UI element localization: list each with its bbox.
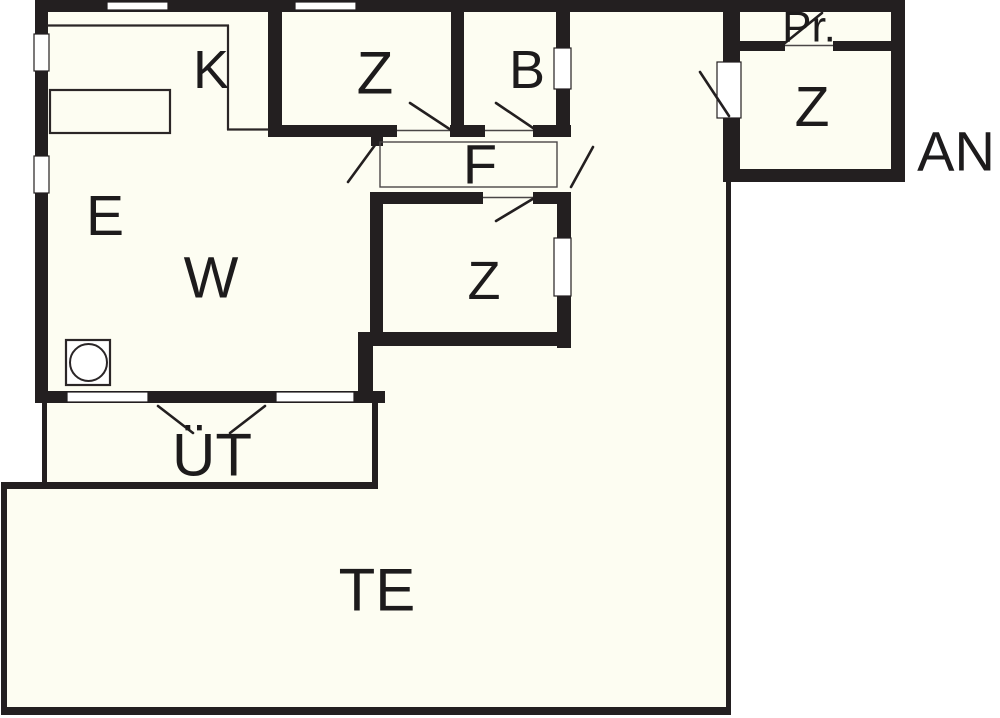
wall-terrace-top	[1, 482, 378, 489]
door-threshold-lines	[397, 44, 833, 199]
fixtures	[47, 24, 833, 387]
wall-annex-bottom	[723, 169, 905, 182]
wall-annex-left-lower	[723, 117, 740, 182]
kitchen-counter	[48, 88, 172, 135]
window-bottom-1	[66, 391, 149, 403]
floor-areas	[1, 0, 905, 715]
double-door-right-leaf	[228, 404, 267, 435]
kitchen-boundary-line	[47, 24, 269, 131]
window-left-1	[33, 33, 50, 72]
room-label-annex-bedroom: Z	[795, 75, 830, 139]
wall-annex-left-upper	[723, 12, 740, 63]
stove-icon	[64, 338, 112, 387]
room-label-living: W	[184, 246, 239, 311]
window-top-1	[106, 1, 169, 11]
door-swing-hall-living	[346, 139, 380, 184]
wall-bedroom-mid-bottom	[358, 332, 571, 346]
door-swing-hall-exit	[569, 145, 595, 189]
covered-terrace-floor	[42, 403, 731, 487]
room-label-bedroom-mid: Z	[468, 251, 501, 311]
wall-annex-top	[723, 0, 905, 12]
wall-annex-divider-1	[740, 41, 785, 51]
labels: K Z B F E W Z Pr. Z AN ÜT TE	[86, 3, 995, 624]
window-bedroom-mid	[553, 237, 572, 297]
double-door-left-leaf	[156, 404, 195, 435]
door-swing-bedroom-top	[408, 101, 453, 132]
room-label-pantry: Pr.	[782, 3, 836, 52]
room-label-hall: F	[463, 133, 497, 196]
wall-kitchen-bedroom-divider	[268, 0, 282, 130]
wall-hall-north-2	[450, 125, 485, 137]
wall-living-right-lower	[358, 346, 373, 403]
annex-floor	[723, 0, 905, 182]
wall-covered-terrace-right	[372, 403, 378, 482]
room-label-entry: E	[86, 184, 124, 248]
walls	[1, 0, 905, 715]
wall-left	[35, 0, 48, 403]
window-bottom-2	[275, 391, 355, 403]
wall-terrace-left	[1, 487, 7, 715]
door-frame-annex	[716, 61, 742, 119]
wall-bedroom-mid-top-1	[377, 192, 483, 204]
wall-annex-divider-2	[833, 41, 891, 51]
door-swing-annex	[698, 70, 731, 118]
door-swing-pantry	[778, 11, 824, 49]
wall-covered-terrace-left	[42, 403, 47, 482]
wall-bedroom-bath-divider	[451, 0, 464, 137]
boundary-line-right	[726, 180, 731, 715]
hall-outline	[379, 141, 558, 188]
wall-hall-north-1	[268, 125, 397, 137]
wall-terrace-bottom	[1, 707, 731, 715]
wall-annex-right	[891, 0, 905, 182]
label-annex: AN	[917, 120, 995, 183]
wall-top	[35, 0, 723, 12]
windows	[33, 1, 742, 403]
stove-burner-icon	[69, 343, 108, 382]
wall-bedroom-mid-left	[370, 192, 383, 332]
room-label-covered-terrace: ÜT	[172, 422, 252, 489]
room-label-terrace: TE	[339, 557, 416, 624]
window-bath	[553, 47, 572, 90]
window-top-2	[294, 1, 357, 11]
terrace-floor	[1, 487, 731, 715]
room-label-kitchen: K	[193, 40, 229, 100]
room-label-bath: B	[509, 40, 545, 100]
door-swing-bedroom-mid	[494, 192, 543, 223]
door-swing-bath	[494, 101, 538, 132]
room-label-bedroom-top: Z	[357, 40, 394, 107]
doors	[156, 11, 824, 435]
window-left-2	[33, 155, 50, 194]
